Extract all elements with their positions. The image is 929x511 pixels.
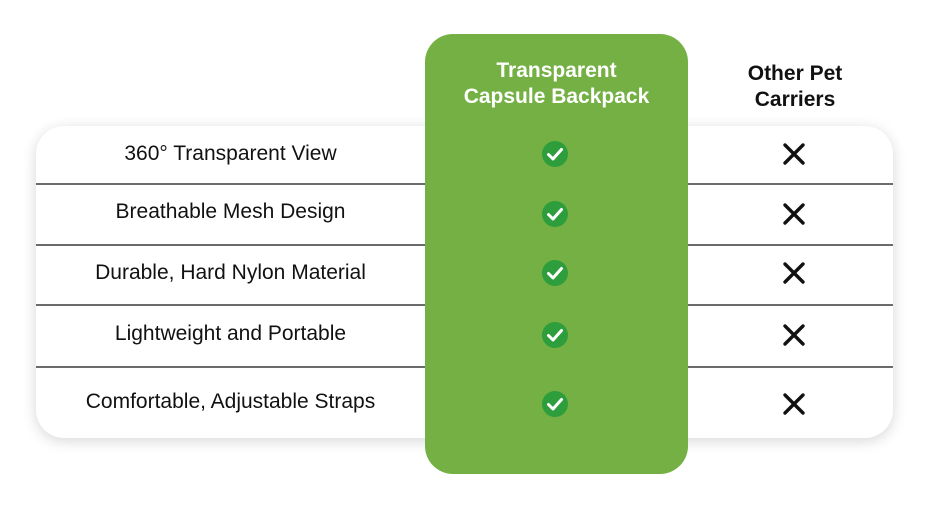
feature-label: Breathable Mesh Design — [115, 200, 346, 223]
check-icon — [542, 322, 568, 348]
feature-label: Lightweight and Portable — [114, 322, 347, 345]
check-icon — [542, 391, 568, 417]
cross-icon — [783, 324, 805, 346]
cross-icon — [783, 143, 805, 165]
check-icon — [542, 260, 568, 286]
cross-icon — [783, 262, 805, 284]
other-carriers-header: Other Pet Carriers — [700, 61, 890, 113]
capsule-header-line2: Capsule Backpack — [463, 85, 650, 108]
capsule-backpack-header: Transparent Capsule Backpack — [425, 58, 688, 110]
capsule-header-line1: Transparent — [496, 59, 617, 82]
other-header-line1: Other Pet — [747, 62, 843, 85]
other-header-line2: Carriers — [754, 88, 836, 111]
check-icon — [542, 201, 568, 227]
feature-label: Durable, Hard Nylon Material — [95, 261, 366, 284]
cross-icon — [783, 203, 805, 225]
feature-label: Comfortable, Adjustable Straps — [85, 390, 376, 413]
check-icon — [542, 141, 568, 167]
cross-icon — [783, 393, 805, 415]
feature-label: 360° Transparent View — [124, 142, 337, 165]
